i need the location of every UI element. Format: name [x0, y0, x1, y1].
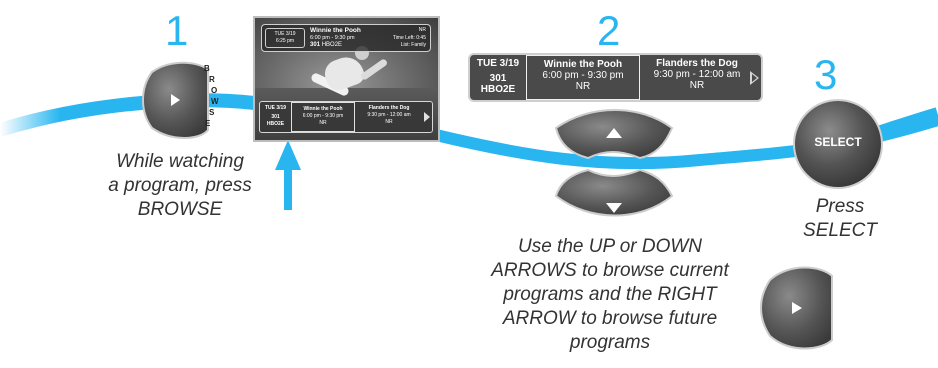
guide-current-program[interactable]: Winnie the Pooh 6:00 pm - 9:30 pm NR — [526, 55, 640, 100]
guide-channel-name: HBO2E — [480, 84, 516, 95]
tv-info-time-left: Time Left: 0:45 — [392, 35, 426, 41]
tv-info-banner: TUE 3/19 6:25 pm Winnie the Pooh 6:00 pm… — [261, 24, 431, 52]
tv-screen: TUE 3/19 6:25 pm Winnie the Pooh 6:00 pm… — [253, 16, 440, 142]
step-1-caption: While watching a program, press BROWSE — [80, 150, 280, 222]
guide-next-rating: NR — [689, 80, 705, 91]
step-2-caption-line: Use the UP or DOWN — [517, 236, 703, 257]
guide-next-program[interactable]: Flanders the Dog 9:30 pm - 12:00 am NR — [642, 55, 752, 100]
tv-bar-current-title: Winnie the Pooh — [303, 106, 343, 112]
up-arrow-icon — [606, 128, 622, 138]
browse-press-arrow — [275, 140, 301, 210]
guide-browse-bar: TUE 3/19 301 HBO2E Winnie the Pooh 6:00 … — [468, 53, 763, 102]
right-arrow-icon — [792, 302, 802, 314]
select-button[interactable] — [793, 99, 883, 189]
tv-info-title: Winnie the Pooh — [310, 27, 361, 34]
guide-next-time: 9:30 pm - 12:00 am — [653, 69, 741, 80]
tv-bar-current-rating: NR — [319, 120, 327, 126]
tv-info-channel-number: 301 — [310, 42, 321, 48]
tv-bar-next-time: 9:30 pm - 12:00 am — [367, 112, 411, 118]
right-arrow-button[interactable] — [760, 266, 833, 350]
tv-bar-current-time: 6:00 pm - 9:30 pm — [302, 113, 344, 119]
tv-bar-channel-name: HBO2E — [266, 121, 285, 127]
down-arrow-button[interactable] — [554, 168, 674, 217]
up-arrow-button[interactable] — [554, 109, 674, 160]
step-1-caption-line: a program, press — [108, 175, 252, 196]
step-3-caption-line: Press — [815, 196, 865, 217]
step-2-caption-line: programs and the RIGHT — [503, 284, 717, 305]
step-2-caption-line: programs — [569, 332, 651, 353]
guide-date: TUE 3/19 — [476, 58, 520, 69]
tv-browse-bar: TUE 3/19 301 HBO2E Winnie the Pooh 6:00 … — [259, 101, 433, 133]
browse-button[interactable] — [142, 61, 209, 139]
tv-info-rating: NR — [418, 27, 426, 33]
step-2-caption-line: ARROWS to browse current — [491, 260, 729, 281]
guide-current-rating: NR — [575, 81, 591, 92]
tv-bar-next-rating: NR — [385, 119, 393, 125]
tv-info-time: 6:25 pm — [275, 38, 295, 44]
step-2-caption-line: ARROW to browse future — [502, 308, 718, 329]
tv-bar-date: TUE 3/19 — [264, 105, 287, 111]
select-button-label: SELECT — [814, 135, 862, 149]
play-icon — [171, 94, 180, 106]
guide-next-title: Flanders the Dog — [656, 58, 738, 69]
step-3-number: 3 — [814, 51, 838, 98]
tv-bar-next-title: Flanders the Dog — [368, 105, 410, 111]
guide-current-time: 6:00 pm - 9:30 pm — [542, 70, 624, 81]
tv-info-list: List: Family — [400, 42, 426, 48]
step-3-caption: Press SELECT — [780, 195, 900, 243]
step-1-number: 1 — [165, 7, 189, 54]
tv-info-channel-name: HBO2E — [321, 42, 343, 48]
step-1-caption-line: While watching — [116, 151, 244, 172]
step-1-caption-line: BROWSE — [137, 199, 223, 220]
tv-info-time-range: 6:00 pm - 9:30 pm — [310, 35, 355, 41]
tv-bar-right-arrow-icon — [424, 112, 430, 122]
guide-channel-number: 301 — [489, 73, 507, 84]
step-2-caption: Use the UP or DOWN ARROWS to browse curr… — [460, 235, 760, 355]
tv-bar-channel-number: 301 — [271, 114, 280, 120]
tv-info-date: TUE 3/19 — [274, 31, 296, 37]
step-2-number: 2 — [597, 7, 621, 54]
step-3-caption-line: SELECT — [803, 220, 877, 241]
down-arrow-icon — [606, 203, 622, 213]
guide-current-title: Winnie the Pooh — [543, 59, 623, 70]
